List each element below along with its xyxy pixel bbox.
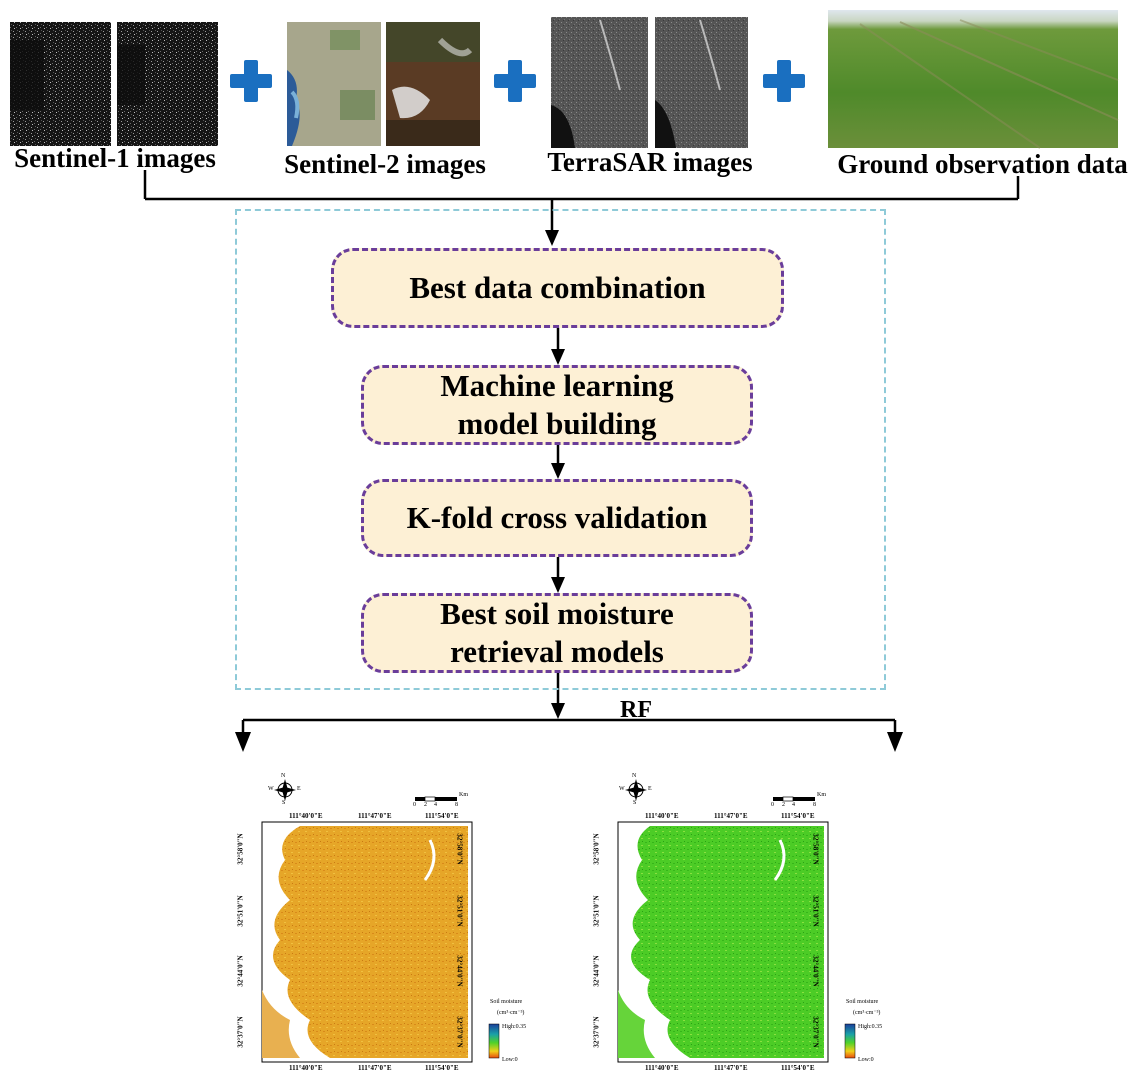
scale-unit: Km (817, 792, 826, 798)
lon-label: 111°40'0"E (289, 1064, 323, 1072)
scale-unit: Km (459, 792, 468, 798)
step-best-models: Best soil moisture retrieval models (361, 593, 753, 673)
arrow-head (545, 230, 559, 246)
lat-label: 32°37'0"N (592, 1016, 601, 1048)
compass-icon (274, 779, 296, 801)
model-pipeline-frame (235, 209, 886, 690)
soil-moisture-map-2 (617, 779, 856, 1063)
step-label: Best data combination (409, 270, 706, 305)
arrow-head (551, 703, 565, 719)
lon-label: 111°54'0"E (425, 1064, 459, 1072)
compass-s: S (282, 800, 286, 806)
lat-label: 32°51'0"N (236, 895, 245, 927)
scale-bar (773, 796, 815, 802)
scale-tick: 8 (455, 802, 458, 808)
lon-label: 111°47'0"E (358, 812, 392, 820)
lon-label: 111°54'0"E (425, 812, 459, 820)
legend-title: Soil moisture (846, 999, 879, 1005)
step-model-building: Machine learning model building (361, 365, 753, 445)
input-label-sentinel1: Sentinel-1 images (14, 143, 216, 173)
sentinel2-image-b (386, 22, 480, 146)
step-label: K-fold cross validation (406, 500, 708, 535)
plus-icon (494, 60, 536, 102)
scale-tick: 0 (771, 802, 774, 808)
arrow-head (887, 732, 903, 752)
arrow-head (551, 349, 565, 365)
compass-n: N (281, 773, 286, 779)
lon-label: 111°40'0"E (645, 812, 679, 820)
scale-tick: 4 (792, 802, 795, 808)
arrow-head (551, 577, 565, 593)
compass-w: W (268, 786, 274, 792)
legend-colorbar (488, 1023, 500, 1059)
legend-unit: (cm³·cm⁻³) (497, 1010, 525, 1016)
soil-moisture-map-1 (261, 779, 500, 1063)
branch-label-rf: RF (620, 697, 652, 723)
lon-label: 111°47'0"E (714, 1064, 748, 1072)
lat-label: 32°44'0"N (592, 955, 601, 987)
legend-high: High:0.35 (858, 1024, 883, 1030)
plus-icon (763, 60, 805, 102)
legend-low: Low:0 (502, 1057, 518, 1063)
lat-label: 32°51'0"N (811, 895, 820, 927)
legend-low: Low:0 (858, 1057, 874, 1063)
input-connectors (143, 170, 1020, 232)
legend-title: Soil moisture (490, 999, 523, 1005)
compass-w: W (619, 786, 625, 792)
ground-observation-photo (828, 10, 1119, 149)
sentinel2-image-a (287, 22, 381, 146)
scale-bar (415, 796, 457, 802)
lon-label: 111°47'0"E (714, 812, 748, 820)
step-label: Best soil moisture retrieval models (440, 596, 674, 669)
scale-tick: 4 (434, 802, 437, 808)
legend-unit: (cm³·cm⁻³) (853, 1010, 881, 1016)
lon-label: 111°40'0"E (645, 1064, 679, 1072)
input-label-ground: Ground observation data (837, 149, 1128, 179)
legend-high: High:0.35 (502, 1024, 527, 1030)
lat-label: 32°37'0"N (455, 1016, 464, 1048)
lat-label: 32°37'0"N (236, 1016, 245, 1048)
lon-label: 111°47'0"E (358, 1064, 392, 1072)
lat-label: 32°58'0"N (811, 833, 820, 865)
plus-icon (230, 60, 272, 102)
lat-label: 32°58'0"N (236, 833, 245, 865)
input-label-sentinel2: Sentinel-2 images (284, 149, 486, 179)
arrow-head (235, 732, 251, 752)
compass-s: S (633, 800, 637, 806)
lat-label: 32°51'0"N (455, 895, 464, 927)
step-best-data-combination: Best data combination (331, 248, 784, 328)
lat-label: 32°44'0"N (236, 955, 245, 987)
compass-e: E (648, 786, 652, 792)
scale-tick: 8 (813, 802, 816, 808)
step-kfold-validation: K-fold cross validation (361, 479, 753, 557)
scale-tick: 2 (782, 802, 785, 808)
scale-tick: 2 (424, 802, 427, 808)
compass-n: N (632, 773, 637, 779)
lon-label: 111°54'0"E (781, 812, 815, 820)
compass-e: E (297, 786, 301, 792)
lat-label: 32°44'0"N (811, 955, 820, 987)
input-label-terrasar: TerraSAR images (547, 147, 753, 177)
lat-label: 32°58'0"N (592, 833, 601, 865)
compass-icon (625, 779, 647, 801)
lon-label: 111°40'0"E (289, 812, 323, 820)
lat-label: 32°58'0"N (455, 833, 464, 865)
step-label: Machine learning model building (440, 368, 674, 441)
lat-label: 32°44'0"N (455, 955, 464, 987)
scale-tick: 0 (413, 802, 416, 808)
lat-label: 32°51'0"N (592, 895, 601, 927)
legend-colorbar (844, 1023, 856, 1059)
arrow-head (551, 463, 565, 479)
lat-label: 32°37'0"N (811, 1016, 820, 1048)
lon-label: 111°54'0"E (781, 1064, 815, 1072)
